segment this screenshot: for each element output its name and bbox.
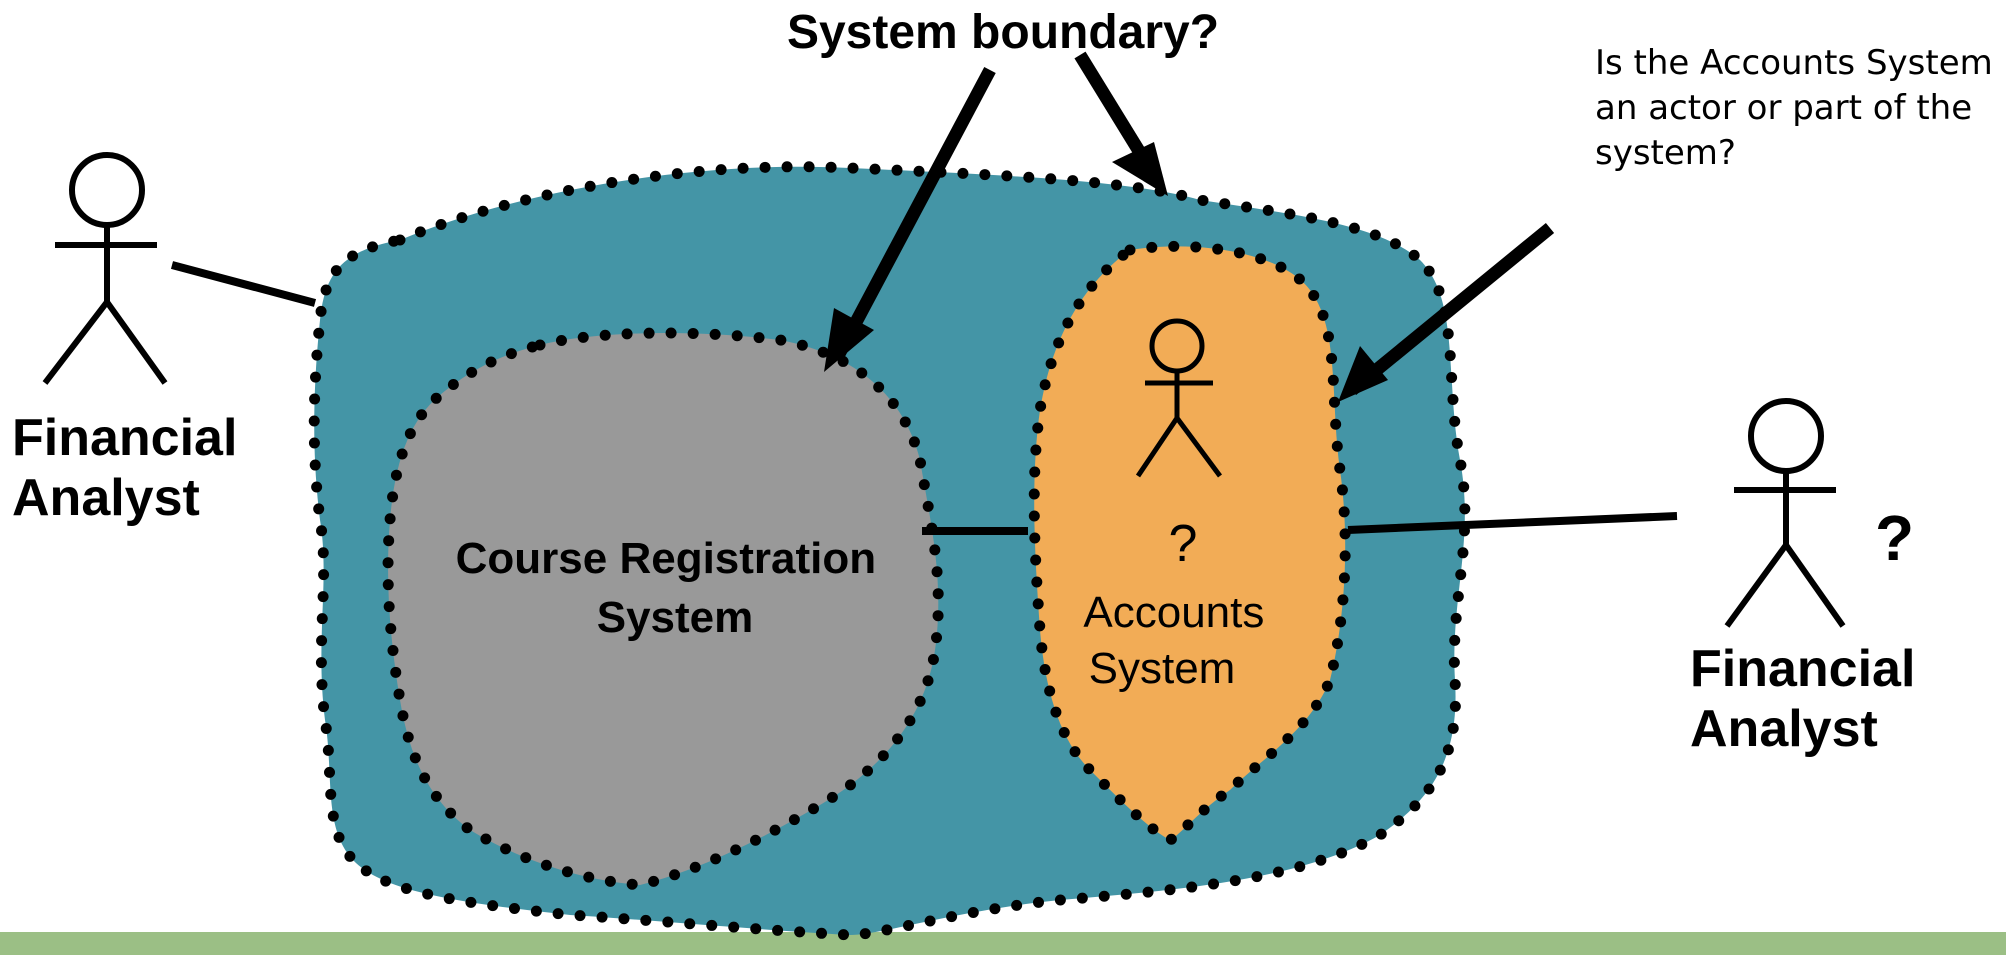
arrow-icon <box>824 66 996 372</box>
course-registration-label: Course Registration System <box>456 534 889 642</box>
accounts-question-mark: ? <box>1169 515 1198 573</box>
note-text: Is the Accounts System an actor or part … <box>1595 43 2004 173</box>
stick-figure-icon <box>1135 318 1223 478</box>
connector-right-actor <box>1347 512 1678 534</box>
accounts-system-label: Accounts System <box>1083 588 1276 693</box>
diagram-title: System boundary? <box>787 6 1219 59</box>
accounts-system-region <box>1028 240 1351 847</box>
course-registration-region <box>382 327 944 891</box>
footer-bar <box>0 932 2006 955</box>
stick-figure-icon <box>42 152 168 385</box>
stick-figure-icon <box>1724 398 1846 628</box>
right-actor-question-mark: ? <box>1875 502 1914 574</box>
connector-left-actor <box>170 261 317 307</box>
arrow-icon <box>1074 51 1168 196</box>
left-actor-label: Financial Analyst <box>12 409 252 527</box>
right-actor-label: Financial Analyst <box>1690 640 1930 758</box>
arrow-icon <box>1338 222 1555 402</box>
